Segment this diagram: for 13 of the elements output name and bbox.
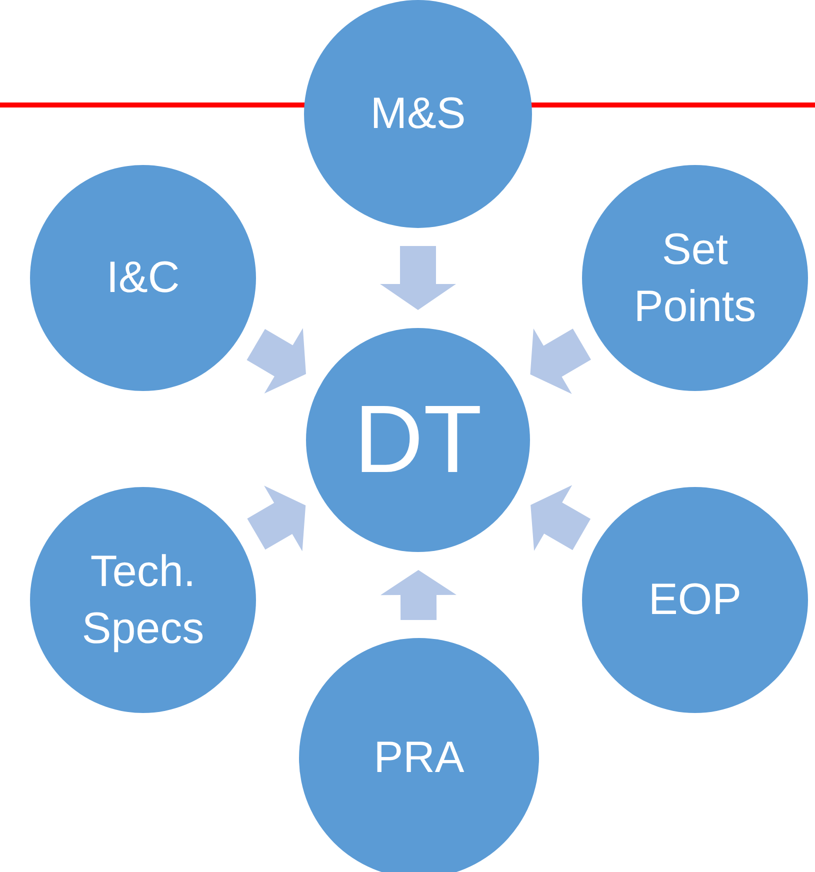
node-label: Tech. Specs bbox=[80, 546, 206, 655]
node-label: Set Points bbox=[632, 224, 758, 333]
arrow bbox=[530, 485, 591, 551]
node-label: PRA bbox=[372, 732, 466, 784]
node-label: DT bbox=[353, 384, 483, 495]
arrow bbox=[380, 570, 456, 620]
arrow bbox=[247, 486, 306, 552]
node-label: EOP bbox=[648, 574, 742, 626]
arrow bbox=[530, 328, 591, 394]
node-label: M&S bbox=[369, 88, 467, 140]
arrow bbox=[246, 328, 306, 394]
arrow bbox=[380, 246, 456, 310]
node-label: I&C bbox=[105, 252, 181, 304]
